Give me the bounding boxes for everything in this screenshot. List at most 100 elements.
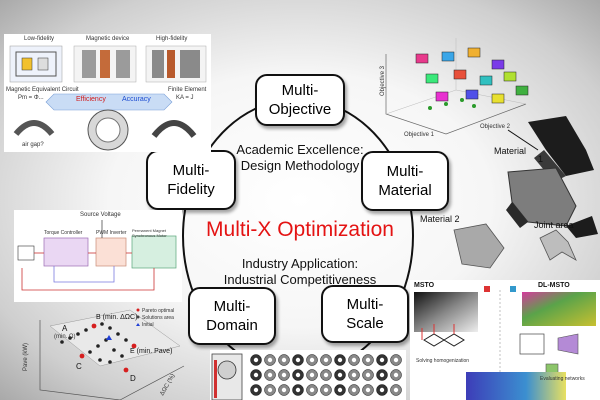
legend-solutions-swatch (136, 315, 140, 319)
topology-icon-core (351, 387, 357, 393)
node-material-line2: Material (378, 182, 432, 199)
objective-thumbnail (415, 53, 429, 64)
pareto-point (120, 354, 124, 358)
objective-point (460, 98, 464, 102)
node-multi-fidelity[interactable]: Multi- Fidelity (146, 150, 236, 210)
joint-area-label: Joint area (534, 220, 574, 230)
topology-icon-core (267, 357, 273, 363)
pareto-panel: Pareto optimal Solutions area Initial A … (10, 306, 186, 400)
air-gap-label: air gap? (22, 142, 44, 148)
torque-controller-label: Torque Controller (44, 230, 83, 236)
objective-thumbnail (491, 59, 505, 70)
objective-thumbnail (503, 71, 517, 82)
pareto-point (96, 344, 100, 348)
topology-icon-core (267, 372, 273, 378)
node-multi-material[interactable]: Multi- Material (361, 151, 449, 211)
industry-line1: Industry Application: (241, 256, 359, 271)
academic-line2: Design Methodology (240, 158, 360, 173)
pareto-label-a: A (62, 324, 68, 333)
topology-icon-core (309, 387, 315, 393)
topology-icon-core (393, 357, 399, 363)
pareto-point (100, 322, 104, 326)
pareto-point (88, 350, 92, 354)
dl-msto-label: DL-MSTO (538, 282, 570, 289)
fea-equation: KA = J (176, 95, 194, 101)
pareto-point (60, 340, 64, 344)
objective-panel: Objective 1 Objective 2 Objective 3 (376, 34, 532, 142)
academic-text: Academic Excellence: Design Methodology (210, 142, 390, 174)
objective-thumbnail (467, 47, 481, 58)
mec-equation: Pm = Φ... (18, 95, 44, 101)
topology-icon-core (379, 357, 385, 363)
node-domain-line1: Multi- (213, 298, 251, 315)
pareto-legend-pareto: Pareto optimal (142, 308, 175, 314)
objective-thumbnail (453, 69, 467, 80)
topology-icon-core (267, 387, 273, 393)
material-figure (453, 116, 598, 269)
msto-label: MSTO (414, 282, 435, 289)
topology-icon-core (351, 357, 357, 363)
topology-icon-core (337, 372, 343, 378)
scale-figure (414, 286, 596, 400)
objective-axis-3: Objective 3 (380, 65, 387, 97)
pareto-label-e: E (min. Pave) (130, 348, 173, 355)
scale-panel: MSTO DL-MSTO Solving homogenization Eval… (410, 280, 600, 400)
pareto-point (124, 338, 128, 342)
solving-label: Solving homogenization (416, 358, 470, 364)
objective-point (444, 102, 448, 106)
pareto-y-axis: Pave (kW) (23, 342, 30, 372)
node-fidelity-line1: Multi- (172, 162, 210, 179)
pareto-initial-marker (106, 335, 112, 340)
topology-icon-core (309, 372, 315, 378)
objective-point (428, 106, 432, 110)
topology-icon-core (323, 372, 329, 378)
pareto-legend-solutions: Solutions area (142, 315, 174, 321)
topology-icon-core (351, 372, 357, 378)
node-scale-line1: Multi- (346, 296, 384, 313)
node-objective-line1: Multi- (281, 82, 319, 99)
topology-icon-core (393, 387, 399, 393)
node-multi-domain[interactable]: Multi- Domain (188, 287, 276, 345)
objective-point (472, 104, 476, 108)
objective-axis-2: Objective 2 (480, 124, 511, 130)
node-domain-line2: Domain (206, 317, 258, 334)
accuracy-label: Accuracy (122, 96, 151, 103)
pareto-point (84, 328, 88, 332)
objective-thumbnail (441, 51, 455, 62)
node-objective-line2: Objective (268, 101, 332, 118)
node-fidelity-line2: Fidelity (167, 181, 215, 198)
pareto-optimal-point (79, 353, 85, 359)
topology-strip (210, 350, 406, 400)
pareto-point (112, 348, 116, 352)
topology-icon-core (281, 372, 287, 378)
objective-thumbnail (425, 73, 439, 84)
industry-line2: Industrial Competitiveness (223, 272, 377, 287)
topology-icon-core (379, 372, 385, 378)
topology-figure (211, 353, 402, 400)
pareto-label-d: D (130, 374, 136, 383)
objective-axis-1: Objective 1 (404, 132, 435, 138)
node-scale-line2: Scale (346, 315, 384, 332)
industry-text: Industry Application: Industrial Competi… (200, 256, 400, 288)
high-fidelity-label: High-fidelity (156, 36, 188, 42)
pareto-label-a-sub: (min. Ω) (54, 334, 76, 340)
topology-icon-core (295, 387, 301, 393)
topology-icon-core (281, 357, 287, 363)
topology-icon-core (365, 372, 371, 378)
topology-icon-core (253, 357, 259, 363)
fidelity-panel: Low-fidelity Magnetic device High-fideli… (4, 34, 211, 152)
topology-icon-core (253, 372, 259, 378)
topology-icon-core (379, 387, 385, 393)
node-multi-scale[interactable]: Multi- Scale (321, 285, 409, 343)
topology-icon-core (323, 357, 329, 363)
domain-diagram (17, 220, 177, 291)
pareto-3d-plot (39, 308, 185, 400)
mec-label: Magnetic Equivalent Circuit (6, 87, 79, 93)
pareto-label-b: B (min. ΔΩC) (96, 314, 138, 321)
efficiency-label: Efficiency (76, 96, 106, 103)
topology-icon-core (281, 387, 287, 393)
node-multi-objective[interactable]: Multi- Objective (255, 74, 345, 126)
pwm-inverter-label: PWM Inverter (96, 230, 127, 236)
topology-icon-core (295, 372, 301, 378)
node-material-line1: Multi- (386, 163, 424, 180)
